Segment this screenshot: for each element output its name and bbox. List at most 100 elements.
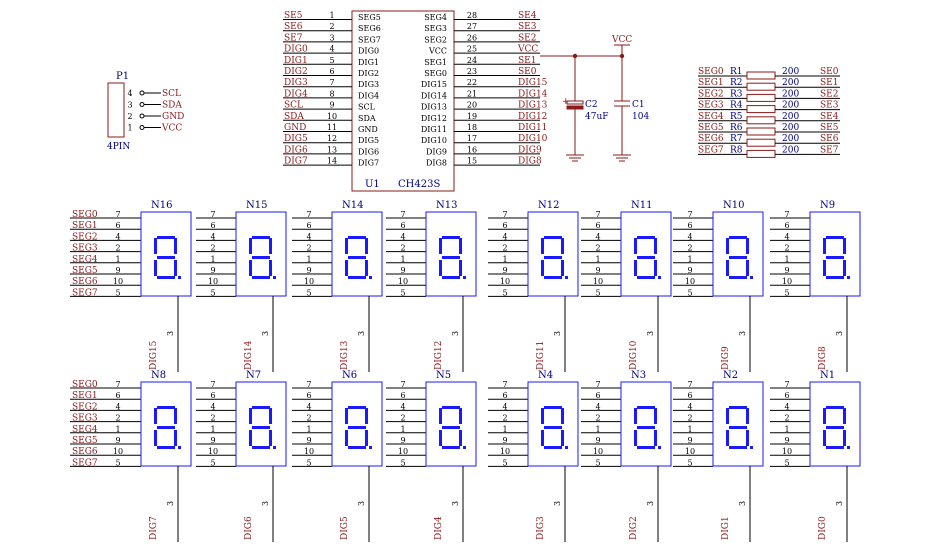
display-pin-number: 7	[595, 210, 600, 219]
display-decimal-point	[178, 446, 181, 449]
display-segment-net-label: SEG2	[72, 232, 98, 242]
display-segment	[442, 276, 460, 279]
display-segment	[348, 426, 366, 429]
display-segment	[249, 408, 252, 424]
display-decimal-point	[565, 446, 568, 449]
display-pin-number: 10	[304, 447, 314, 456]
display-common-pin-number: 3	[357, 331, 366, 336]
resistor-left-net-label: SEG5	[698, 123, 724, 133]
display-segment	[729, 256, 747, 259]
resistor-right-net-label: SE6	[820, 134, 839, 144]
display-pin-number: 4	[595, 402, 600, 411]
ic-pin-number: 15	[467, 157, 477, 166]
display-segment	[345, 430, 348, 446]
display-segment	[654, 408, 657, 424]
ic-right-net-label: DIG12	[518, 112, 547, 122]
display-segment	[157, 406, 175, 409]
display-segment	[541, 408, 544, 424]
ic-pin-number: 27	[467, 22, 477, 31]
ic-left-net-label: SDA	[284, 112, 304, 122]
display-segment	[442, 426, 460, 429]
display-pin-number: 1	[595, 255, 600, 264]
display-segment	[561, 260, 564, 276]
ic-pin-number: 2	[329, 22, 334, 31]
display-pin-number: 5	[306, 458, 311, 467]
display-body	[809, 381, 861, 467]
ic-pin-name: DIG10	[421, 136, 447, 145]
connector-net-label: VCC	[161, 124, 182, 134]
connector-pin-number: 3	[127, 101, 132, 110]
display-segment	[634, 260, 637, 276]
display-common-pin-number: 3	[261, 331, 270, 336]
display-segment	[544, 256, 562, 259]
display-pin-number: 5	[784, 288, 789, 297]
display-segment	[269, 260, 272, 276]
display-body	[712, 211, 764, 297]
display-digit-net-label: DIG5	[340, 516, 350, 540]
display-segment	[174, 238, 177, 254]
resistor-body	[746, 149, 776, 158]
display-pin-number: 4	[115, 402, 120, 411]
display-designator: N8	[151, 370, 166, 381]
display-designator: N10	[723, 200, 744, 211]
ic-pin-number: 3	[329, 33, 334, 42]
ic-pin-number: 16	[467, 145, 477, 154]
ic-pin-number: 6	[329, 67, 334, 76]
ic-left-net-label: GND	[284, 123, 306, 133]
display-decimal-point	[750, 446, 753, 449]
display-designator: N15	[246, 200, 267, 211]
ic-pin-number: 24	[467, 56, 477, 65]
display-pin-number: 1	[210, 255, 215, 264]
display-segment-net-label: SEG6	[72, 447, 98, 457]
display-pin-number: 6	[502, 391, 507, 400]
display-pin-number: 6	[595, 391, 600, 400]
display-segment	[826, 236, 844, 239]
connector-pin-number: 4	[127, 89, 132, 98]
display-segment	[541, 430, 544, 446]
display-segment	[826, 256, 844, 259]
display-segment	[826, 406, 844, 409]
display-body	[620, 211, 672, 297]
display-segment	[654, 430, 657, 446]
display-segment	[345, 408, 348, 424]
ic-right-net-label: SE0	[518, 67, 537, 77]
display-segment	[442, 256, 460, 259]
ic-pin-number: 1	[329, 11, 334, 20]
display-segment	[729, 426, 747, 429]
resistor-right-net-label: SE3	[820, 101, 839, 111]
display-pin-number: 6	[784, 391, 789, 400]
display-pin-number: 1	[595, 425, 600, 434]
display-segment	[634, 238, 637, 254]
display-common-pin-number: 3	[738, 331, 747, 336]
ic-right-net-label: SE3	[518, 22, 537, 32]
display-segment	[561, 238, 564, 254]
display-pin-number: 6	[687, 221, 692, 230]
display-pin-number: 7	[502, 380, 507, 389]
resistor-body	[746, 127, 776, 136]
resistor-right-net-label: SE0	[820, 67, 839, 77]
display-pin-number: 7	[306, 210, 311, 219]
ic-pin-number: 22	[467, 78, 477, 87]
display-segment	[826, 426, 844, 429]
display-pin-number: 7	[115, 210, 120, 219]
connector-pin-terminal	[139, 113, 145, 119]
ic-pin-number: 5	[329, 56, 334, 65]
ic-right-net-label: DIG11	[518, 123, 547, 133]
display-segment-net-label: SEG5	[72, 266, 98, 276]
display-segment	[634, 408, 637, 424]
resistor-right-net-label: SE7	[820, 145, 839, 155]
display-designator: N2	[723, 370, 738, 381]
ic-pin-number: 21	[467, 89, 477, 98]
ic-pin-number: 23	[467, 67, 477, 76]
display-digit-net-label: DIG13	[340, 340, 350, 370]
display-pin-number: 6	[210, 221, 215, 230]
ic-left-net-label: SE6	[284, 22, 303, 32]
display-pin-number: 9	[210, 436, 215, 445]
display-pin-number: 5	[210, 458, 215, 467]
display-segment	[544, 446, 562, 449]
ic-pin-name: DIG5	[358, 136, 379, 145]
